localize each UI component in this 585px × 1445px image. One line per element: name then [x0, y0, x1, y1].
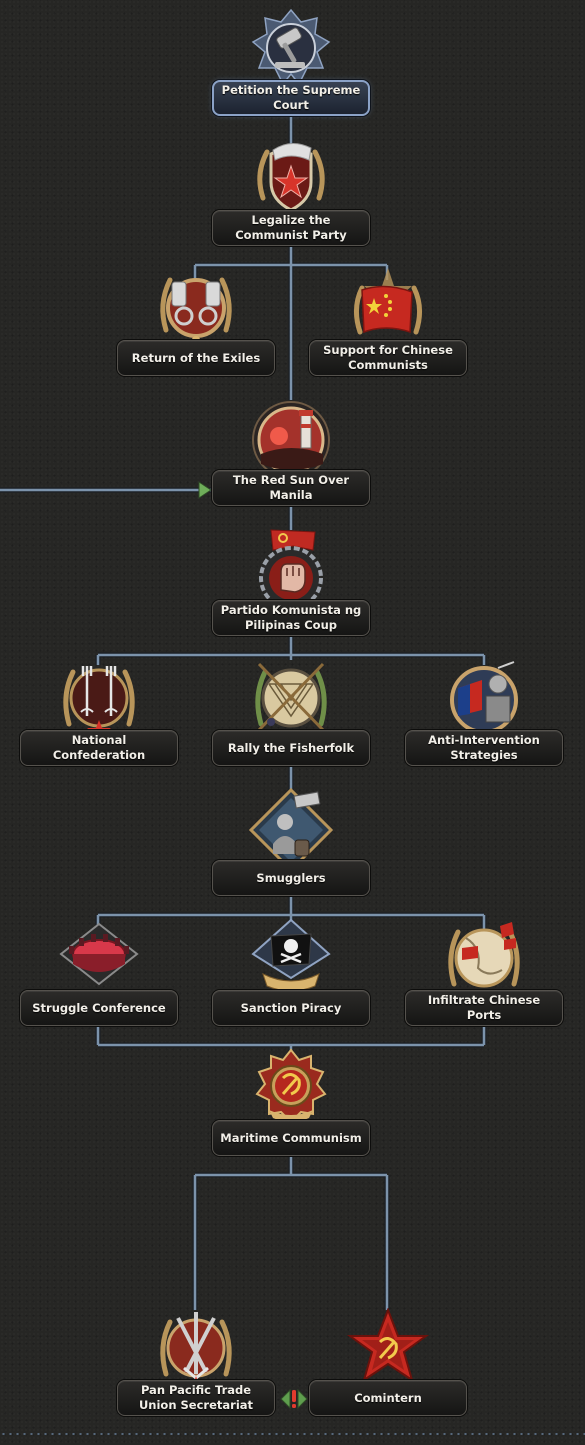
- port-map-flags-icon: [442, 918, 526, 1002]
- focus-label: Infiltrate Chinese Ports: [405, 990, 563, 1026]
- focus-label: Sanction Piracy: [212, 990, 370, 1026]
- lighthouse-red-sun-icon: [249, 398, 333, 482]
- scroll-edge-indicator: [0, 1432, 585, 1436]
- focus-label: Maritime Communism: [212, 1120, 370, 1156]
- conference-table-icon: [57, 918, 141, 1002]
- soldier-flag-icon: [442, 658, 526, 742]
- focus-label: Return of the Exiles: [117, 340, 275, 376]
- fishing-net-icon: [249, 658, 333, 742]
- focus-label: Rally the Fisherfolk: [212, 730, 370, 766]
- focus-label: Legalize the Communist Party: [212, 210, 370, 246]
- focus-label: Pan Pacific Trade Union Secretariat: [117, 1380, 275, 1416]
- gavel-icon: [249, 8, 333, 92]
- focus-label: Partido Komunista ng Pilipinas Coup: [212, 600, 370, 636]
- chinese-flag-icon: [346, 268, 430, 352]
- focus-label: Struggle Conference: [20, 990, 178, 1026]
- focus-label: The Red Sun Over Manila: [212, 470, 370, 506]
- focus-label: National Confederation: [20, 730, 178, 766]
- focus-label: Comintern: [309, 1380, 467, 1416]
- mutually-exclusive-icon: [280, 1388, 308, 1410]
- red-star-shield-icon: [249, 138, 333, 222]
- incoming-arrow-icon: [198, 481, 212, 499]
- broken-shackles-icon: [154, 268, 238, 352]
- focus-label: Anti-Intervention Strategies: [405, 730, 563, 766]
- crossed-tools-icon: [154, 1308, 238, 1392]
- pirate-flag-icon: [249, 918, 333, 1002]
- connector-lines: [0, 110, 487, 1310]
- hammer-sickle-emblem-icon: [249, 1048, 333, 1132]
- raised-fist-flag-icon: [249, 528, 333, 612]
- focus-label: Smugglers: [212, 860, 370, 896]
- focus-label: Petition the Supreme Court: [212, 80, 370, 116]
- star-hammer-sickle-icon: [346, 1308, 430, 1392]
- focus-label: Support for Chinese Communists: [309, 340, 467, 376]
- pitchforks-icon: [57, 658, 141, 742]
